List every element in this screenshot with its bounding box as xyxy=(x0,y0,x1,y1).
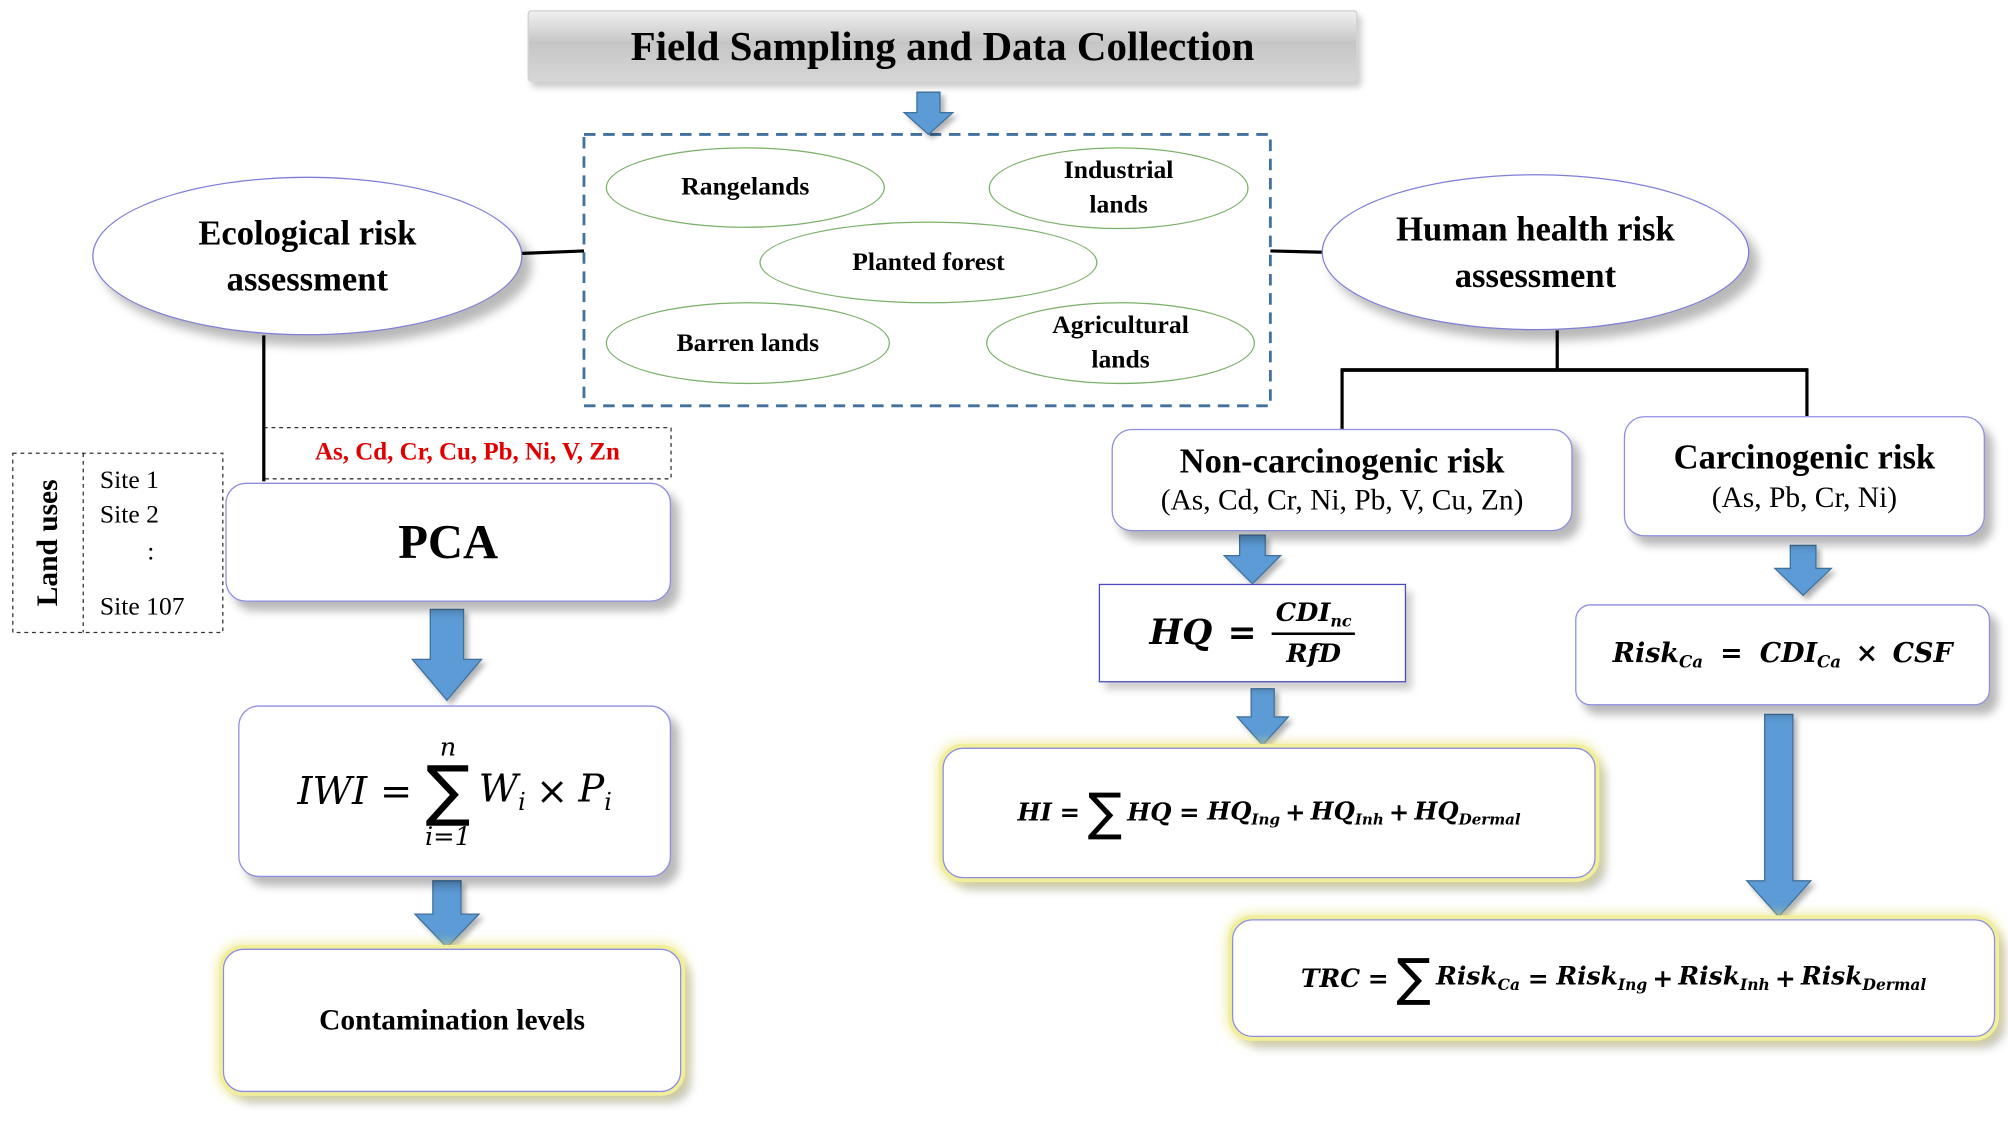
iwi-sum: n ∑ i=1 xyxy=(425,734,471,849)
ellipse-agricultural-lands: Agricultural lands xyxy=(986,302,1255,385)
noncarcinogenic-title: Non-carcinogenic risk xyxy=(1179,441,1505,481)
noncarcinogenic-box: Non-carcinogenic risk (As, Cd, Cr, Ni, P… xyxy=(1111,428,1573,532)
trc-term-ing: Risk xyxy=(1556,961,1618,992)
ecological-risk-title: Ecological risk assessment xyxy=(198,213,417,299)
ellipse-human-health-risk: Human health risk assessment xyxy=(1321,174,1750,331)
land-uses-label: Land uses xyxy=(13,453,83,632)
land-uses-text: Land uses xyxy=(31,479,64,607)
hq-numerator: CDI xyxy=(1275,596,1331,627)
risk-formula: RiskCa = CDICa × CSF xyxy=(1612,636,1953,674)
iwi-p: P xyxy=(578,766,605,812)
hi-term-ing: HQ xyxy=(1207,797,1252,826)
site-2: Site 2 xyxy=(99,500,159,529)
iwi-lower-limit: i=1 xyxy=(424,820,471,852)
hi-term-dermal: HQ xyxy=(1414,797,1459,826)
label-industrial-lands: Industrial lands xyxy=(1063,156,1174,219)
risk-csf: CSF xyxy=(1892,636,1953,669)
label-agricultural-lands: Agricultural lands xyxy=(1052,311,1189,374)
risk-cdi: CDI xyxy=(1759,636,1818,669)
arrow-header-down xyxy=(902,91,955,136)
ellipse-industrial-lands: Industrial lands xyxy=(988,147,1249,230)
ellipse-ecological-risk: Ecological risk assessment xyxy=(92,176,523,336)
carcinogenic-box: Carcinogenic risk (As, Pb, Cr, Ni) xyxy=(1623,416,1985,537)
iwi-formula-box: IWI = n ∑ i=1 Wi × Pi xyxy=(238,705,672,877)
risk-lhs: Risk xyxy=(1612,636,1679,669)
hi-sum-term: HQ xyxy=(1127,798,1172,828)
iwi-w-sub: i xyxy=(518,788,526,816)
ellipse-planted-forest: Planted forest xyxy=(759,221,1098,304)
trc-term-inh: Risk xyxy=(1678,961,1741,992)
arrow-pca-iwi xyxy=(410,608,483,702)
arrow-noncarc-hq xyxy=(1222,534,1283,585)
carcinogenic-title: Carcinogenic risk xyxy=(1673,437,1936,477)
hq-formula: HQ = CDInc RfD xyxy=(1149,596,1356,669)
ellipse-barren-lands: Barren lands xyxy=(605,302,891,385)
iwi-lhs: IWI xyxy=(297,768,368,814)
noncarcinogenic-metals: (As, Cd, Cr, Ni, Pb, V, Cu, Zn) xyxy=(1160,483,1524,516)
carcinogenic-metals: (As, Pb, Cr, Ni) xyxy=(1711,481,1898,514)
label-rangelands: Rangelands xyxy=(681,172,810,202)
arrow-carc-risk xyxy=(1773,544,1833,597)
hq-formula-box: HQ = CDInc RfD xyxy=(1098,583,1407,683)
human-health-risk-title: Human health risk assessment xyxy=(1396,209,1675,295)
trc-sum-term: Risk xyxy=(1436,961,1498,992)
hi-term-dermal-sub: Dermal xyxy=(1458,810,1521,829)
connector-eco-frame xyxy=(519,249,585,256)
metals-text: As, Cd, Cr, Cu, Pb, Ni, V, Zn xyxy=(314,439,620,467)
contamination-levels-box: Contamination levels xyxy=(222,948,682,1093)
iwi-upper-limit: n xyxy=(439,731,457,762)
label-barren-lands: Barren lands xyxy=(676,328,820,357)
hq-lhs: HQ xyxy=(1149,613,1213,653)
hi-term-ing-sub: Ing xyxy=(1251,810,1280,829)
hi-formula-box: HI = ∑ HQ = HQIng + HQInh + HQDermal xyxy=(942,747,1596,879)
trc-formula: TRC = ∑ RiskCa = RiskIng + RiskInh + Ris… xyxy=(1300,948,1927,1008)
hi-lhs: HI xyxy=(1017,798,1052,828)
contamination-levels-label: Contamination levels xyxy=(319,1003,585,1036)
trc-formula-box: TRC = ∑ RiskCa = RiskIng + RiskInh + Ris… xyxy=(1231,919,1996,1038)
iwi-w: W xyxy=(478,766,519,812)
trc-lhs: TRC xyxy=(1300,963,1361,993)
arrow-iwi-contamination xyxy=(413,880,481,949)
trc-sum-term-sub: Ca xyxy=(1497,976,1521,995)
trc-term-dermal-sub: Dermal xyxy=(1862,976,1927,995)
risk-formula-box: RiskCa = CDICa × CSF xyxy=(1575,604,1991,706)
risk-lhs-sub: Ca xyxy=(1678,653,1704,674)
trc-term-inh-sub: Inh xyxy=(1740,976,1770,995)
risk-cdi-sub: Ca xyxy=(1817,653,1842,674)
trc-term-dermal: Risk xyxy=(1800,961,1863,992)
label-planted-forest: Planted forest xyxy=(852,247,1005,276)
pca-box: PCA xyxy=(225,482,672,602)
header-title: Field Sampling and Data Collection xyxy=(630,22,1255,69)
hi-formula: HI = ∑ HQ = HQIng + HQInh + HQDermal xyxy=(1017,783,1521,843)
sites-frame xyxy=(12,452,224,634)
metals-label: As, Cd, Cr, Cu, Pb, Ni, V, Zn xyxy=(264,428,671,479)
site-ellipsis: : xyxy=(147,537,155,566)
site-107: Site 107 xyxy=(99,592,185,621)
iwi-p-sub: i xyxy=(604,788,612,816)
sigma-icon: ∑ xyxy=(1087,783,1123,843)
hi-term-inh-sub: Inh xyxy=(1354,810,1384,829)
header-bar: Field Sampling and Data Collection xyxy=(527,10,1358,82)
sigma-icon: ∑ xyxy=(425,752,471,830)
site-1: Site 1 xyxy=(99,466,159,495)
hq-numerator-sub: nc xyxy=(1330,610,1352,630)
arrow-risk-trc xyxy=(1745,713,1813,918)
hq-fraction: CDInc RfD xyxy=(1271,596,1356,669)
arrow-hq-hi xyxy=(1235,688,1290,747)
trc-term-ing-sub: Ing xyxy=(1617,976,1648,995)
pca-label: PCA xyxy=(398,515,499,570)
hq-denominator: RfD xyxy=(1286,637,1341,669)
iwi-formula: IWI = n ∑ i=1 Wi × Pi xyxy=(297,731,612,852)
ellipse-rangelands: Rangelands xyxy=(605,147,885,228)
sigma-icon: ∑ xyxy=(1396,948,1431,1008)
hi-term-inh: HQ xyxy=(1310,797,1355,826)
connector-frame-human xyxy=(1270,249,1325,254)
